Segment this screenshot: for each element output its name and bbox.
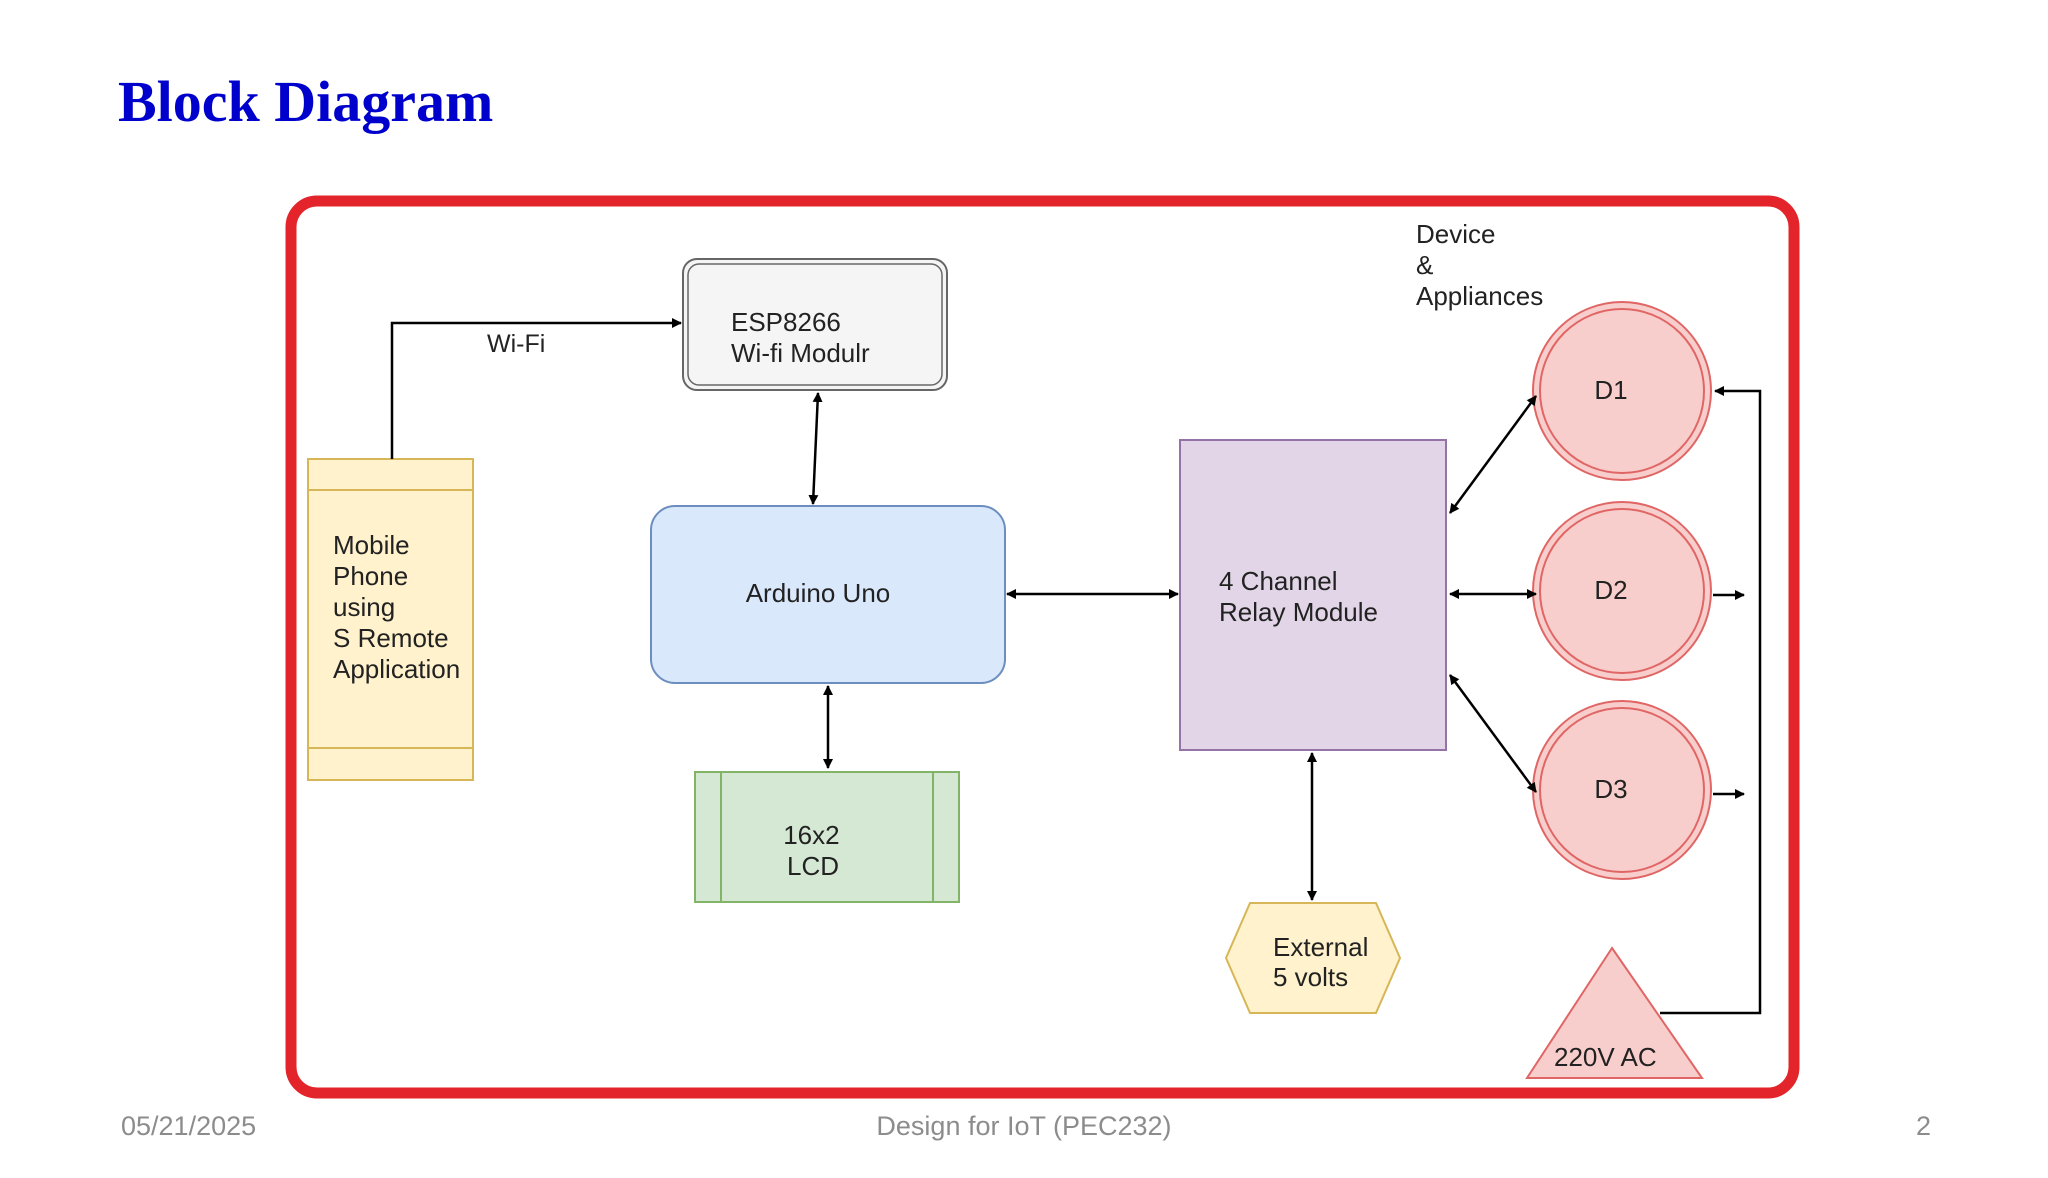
footer-page-number: 2 <box>1915 1111 1931 1141</box>
esp-arduino-connector <box>808 392 823 505</box>
external-power-label: External 5 volts <box>1273 932 1376 992</box>
device-d1: D1 <box>1532 301 1712 481</box>
relay-line-2: Relay Module <box>1219 597 1378 627</box>
footer-course: Design for IoT (PEC232) <box>876 1111 1172 1141</box>
external-power-block: External 5 volts <box>1224 902 1402 1014</box>
arduino-uno-label: Arduino Uno <box>746 578 891 608</box>
mobile-line-2: Phone <box>333 561 408 591</box>
external-line-1: External <box>1273 932 1368 962</box>
diagram-frame <box>285 195 1800 1099</box>
ac-power-label: 220V AC <box>1554 1042 1657 1072</box>
relay-module-label: 4 Channel Relay Module <box>1219 566 1378 627</box>
device-d2: D2 <box>1532 501 1712 681</box>
relay-module-block: 4 Channel Relay Module <box>1179 439 1447 751</box>
relay-d1-connector <box>1448 395 1538 514</box>
mobile-phone-block: Mobile Phone using S Remote Application <box>307 458 474 781</box>
slide-title: Block Diagram <box>118 69 494 134</box>
mobile-line-5: Application <box>333 654 460 684</box>
mobile-phone-label: Mobile Phone using S Remote Application <box>333 530 460 684</box>
device-d3-label: D3 <box>1594 774 1627 804</box>
mobile-line-4: S Remote <box>333 623 449 653</box>
lcd-line-1: 16x2 <box>783 820 839 850</box>
ac-bus-connector <box>1660 386 1762 1015</box>
lcd-block: 16x2 LCD <box>694 771 960 903</box>
lcd-line-2: LCD <box>787 851 839 881</box>
devices-heading: Device & Appliances <box>1416 219 1543 311</box>
devices-heading-line-3: Appliances <box>1416 281 1543 311</box>
ac-power-block: 220V AC <box>1525 946 1704 1079</box>
footer-date: 05/21/2025 <box>121 1111 257 1141</box>
lcd-label: 16x2 LCD <box>783 820 847 881</box>
relay-line-1: 4 Channel <box>1219 566 1338 596</box>
device-d3: D3 <box>1532 700 1712 880</box>
device-d2-label: D2 <box>1594 575 1627 605</box>
device-d1-label: D1 <box>1594 375 1627 405</box>
devices-heading-line-2: & <box>1416 250 1433 280</box>
mobile-line-1: Mobile <box>333 530 410 560</box>
esp8266-block: ESP8266 Wi-fi Modulr <box>682 258 948 391</box>
esp8266-label: ESP8266 Wi-fi Modulr <box>731 307 870 368</box>
external-line-2: 5 volts <box>1273 962 1348 992</box>
wifi-label: Wi-Fi <box>487 330 545 358</box>
wifi-connector <box>390 318 682 459</box>
arduino-uno-block: Arduino Uno <box>650 505 1006 684</box>
relay-d3-connector <box>1448 674 1538 793</box>
esp-line-1: ESP8266 <box>731 307 841 337</box>
esp-line-2: Wi-fi Modulr <box>731 338 870 368</box>
mobile-line-3: using <box>333 592 395 622</box>
devices-heading-line-1: Device <box>1416 219 1495 249</box>
